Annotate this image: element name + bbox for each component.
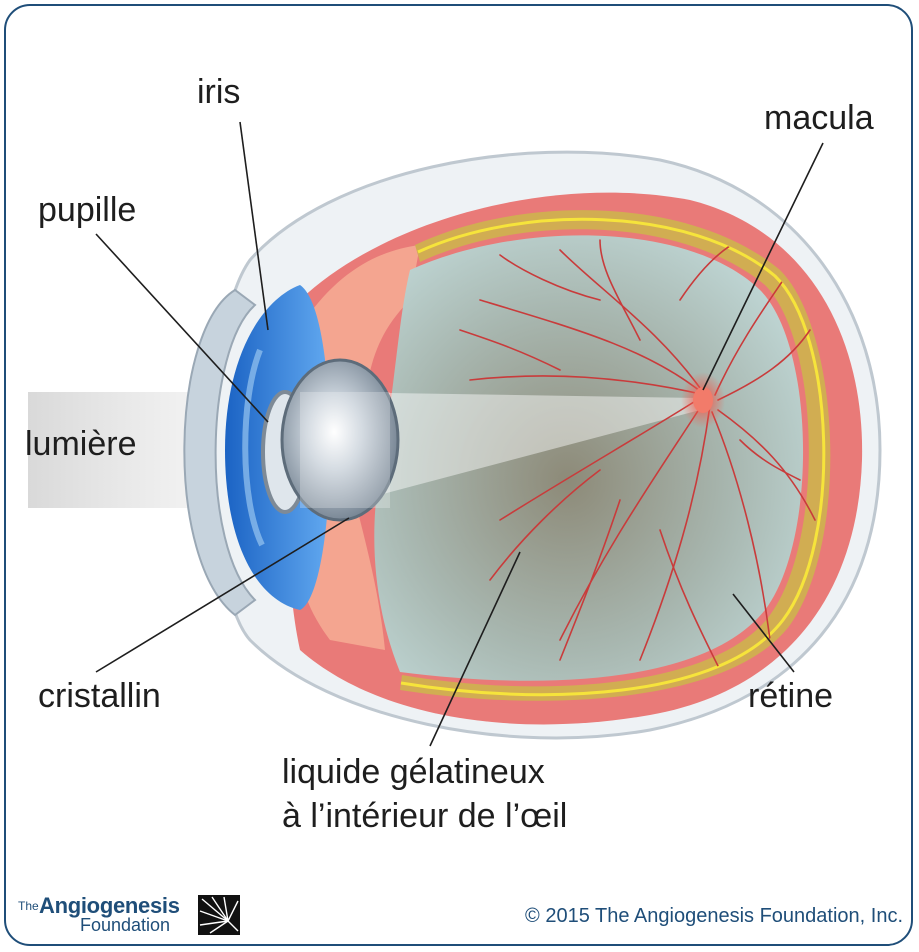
label-iris: iris — [197, 72, 240, 112]
label-lumiere: lumière — [25, 424, 136, 464]
label-retine: rétine — [748, 676, 833, 716]
copyright-notice: © 2015 The Angiogenesis Foundation, Inc. — [525, 905, 903, 928]
label-macula: macula — [764, 98, 874, 138]
label-pupille: pupille — [38, 190, 136, 230]
starburst-icon — [198, 895, 240, 935]
angiogenesis-foundation-logo: The Angiogenesis Foundation — [16, 893, 231, 941]
label-liquide-line2: à l’intérieur de l’œil — [282, 796, 567, 836]
logo-the: The — [18, 899, 39, 913]
label-liquide-line1: liquide gélatineux — [282, 752, 545, 792]
logo-sub: Foundation — [80, 915, 170, 936]
label-cristallin: cristallin — [38, 676, 161, 716]
